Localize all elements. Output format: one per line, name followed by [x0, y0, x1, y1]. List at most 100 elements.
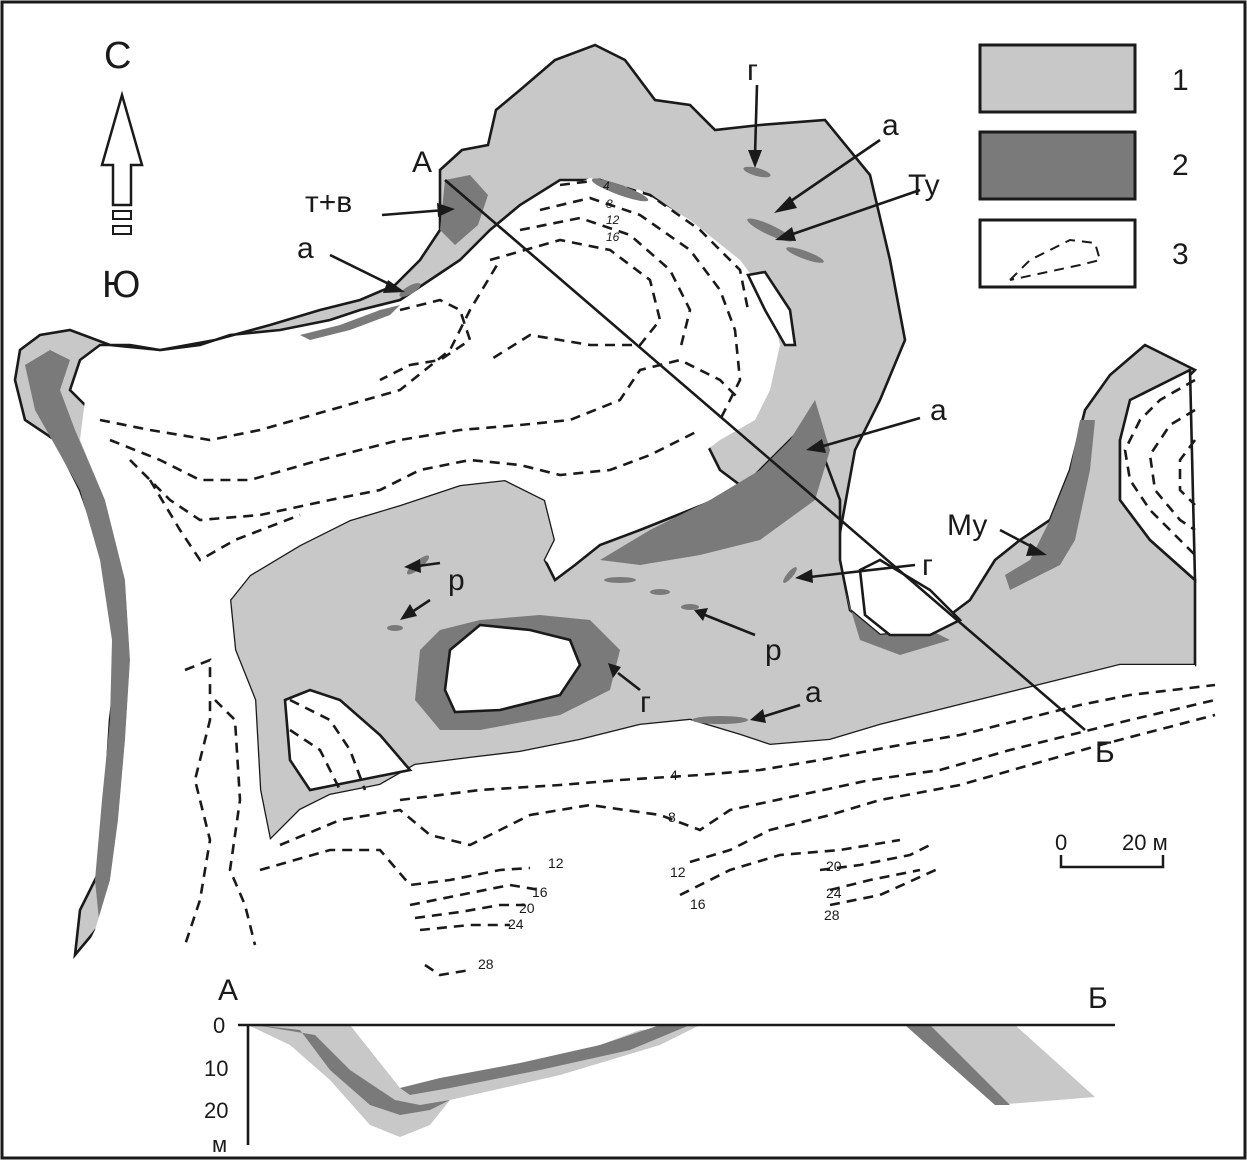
legend-swatch-1 — [978, 43, 1137, 114]
profile-dark-fill — [255, 1025, 450, 1115]
legend-swatch-2 — [978, 130, 1137, 201]
depth-tick-20: 20 — [204, 1098, 228, 1123]
dark-band-west — [25, 350, 130, 930]
north-arrow-tick — [112, 210, 132, 220]
label-g-top: г — [747, 54, 758, 87]
profile-end-label: Б — [1088, 982, 1108, 1015]
arrowhead — [437, 203, 455, 217]
contour-line — [1148, 408, 1196, 532]
contour-label: 12 — [548, 855, 564, 871]
arrowhead — [750, 709, 766, 723]
map-open-water — [80, 178, 1197, 960]
north-contour-labels: 4 8 12 16 — [603, 179, 620, 244]
contour-line — [289, 698, 367, 791]
contour-line — [829, 868, 921, 892]
label-g-bottom: г — [640, 686, 651, 719]
arrowhead — [608, 663, 621, 678]
scale-end-label: 20 м — [1122, 830, 1168, 855]
contour-line — [399, 683, 1216, 802]
contour-line — [289, 728, 342, 791]
lens-mark — [786, 247, 824, 263]
lens-mark — [743, 166, 771, 178]
label-a-mid-right: а — [930, 394, 947, 427]
water-north-basin — [80, 178, 1195, 960]
dark-band-east-wall — [600, 400, 830, 565]
profile-dark-fill — [400, 1025, 690, 1095]
dark-band-north-lens — [300, 305, 400, 340]
contour-line — [99, 259, 502, 442]
arrow — [329, 253, 396, 289]
north-arrow-icon — [100, 90, 144, 207]
contour-line — [1178, 439, 1197, 506]
map-label-group: г а Ту А т+в а а Му г р р г а Б — [297, 54, 1115, 769]
arrowhead — [775, 227, 796, 241]
contour-label: 20 — [826, 858, 842, 874]
north-arrow: С Ю — [100, 35, 144, 306]
contour-line — [279, 698, 1216, 847]
contour-line — [559, 178, 750, 311]
contour-line — [183, 658, 212, 946]
lens-mark — [692, 716, 748, 724]
contour-line — [489, 238, 662, 362]
legend-contour-sample — [1009, 238, 1102, 281]
arrowhead — [404, 559, 421, 573]
arrow — [411, 598, 431, 614]
arrow — [704, 613, 756, 637]
profile-start-label: А — [218, 974, 238, 1007]
contour-label: 16 — [690, 896, 706, 912]
contour-label: 24 — [508, 916, 524, 932]
contour-label: 28 — [478, 956, 494, 972]
label-A-point: А — [412, 146, 432, 179]
scale-bar: 0 20 м — [1055, 830, 1168, 869]
water-east-bay — [858, 558, 963, 637]
arrow — [819, 416, 921, 449]
south-label: Ю — [102, 264, 140, 306]
profile-east-slab — [905, 1025, 1095, 1105]
legend-swatch-3 — [978, 218, 1137, 289]
contour-line — [409, 883, 541, 907]
contour-label: 24 — [826, 885, 842, 901]
dark-band-bay-east — [845, 590, 950, 655]
contour-line — [819, 843, 931, 872]
arrowhead — [1026, 543, 1047, 556]
contour-line — [148, 479, 301, 562]
label-mu: Му — [947, 509, 987, 542]
legend-key-1: 1 — [1172, 64, 1189, 97]
lens-mark — [387, 625, 403, 631]
arrow — [784, 138, 881, 207]
lens-mark — [783, 567, 797, 583]
arrowhead — [694, 608, 708, 621]
water-island-pool — [443, 623, 582, 714]
contour-label: 4 — [670, 767, 678, 783]
depth-unit: м — [212, 1132, 227, 1157]
depth-tick-0: 0 — [213, 1013, 225, 1038]
profile-line-a-b — [444, 179, 1086, 731]
legend: 1 2 3 — [978, 43, 1189, 289]
arrow — [789, 188, 921, 237]
label-r-mid: р — [765, 634, 782, 667]
arrow — [761, 703, 801, 719]
contour-label: 12 — [606, 213, 620, 227]
label-B-point: Б — [1095, 736, 1115, 769]
contour-label: 16 — [532, 884, 548, 900]
water-sw-pool — [283, 688, 413, 792]
north-label: С — [104, 35, 131, 77]
contour-label: 28 — [824, 907, 840, 923]
contour-label: 12 — [670, 864, 686, 880]
arrowhead — [383, 280, 405, 293]
contour-label: 8 — [668, 809, 676, 825]
dark-band-mu — [1005, 420, 1095, 590]
label-tu: Ту — [908, 169, 940, 202]
label-r-left: р — [448, 564, 465, 597]
lens-mark — [591, 178, 649, 202]
north-arrow-tick — [112, 225, 132, 235]
arrowhead — [400, 604, 417, 620]
water-north-slot — [746, 270, 797, 347]
contour-line — [679, 838, 901, 897]
lens-mark — [604, 577, 636, 583]
arrowhead — [774, 196, 797, 213]
scale-start-label: 0 — [1055, 830, 1067, 855]
dark-band-north-wall — [440, 175, 488, 245]
